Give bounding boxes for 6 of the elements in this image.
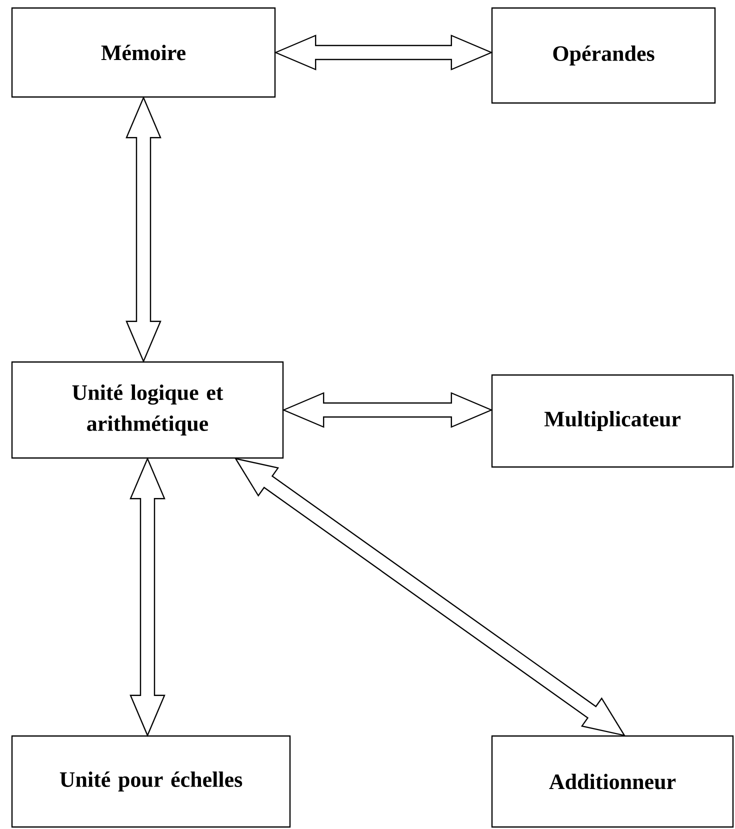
process-box: Unité logique et arithmétique <box>11 361 284 459</box>
process-box: Additionneur <box>491 735 734 828</box>
process-box: Multiplicateur <box>491 374 734 468</box>
process-box: Opérandes <box>491 7 716 104</box>
process-box: Unité pour échelles <box>11 735 291 828</box>
process-box: Mémoire <box>11 7 276 98</box>
